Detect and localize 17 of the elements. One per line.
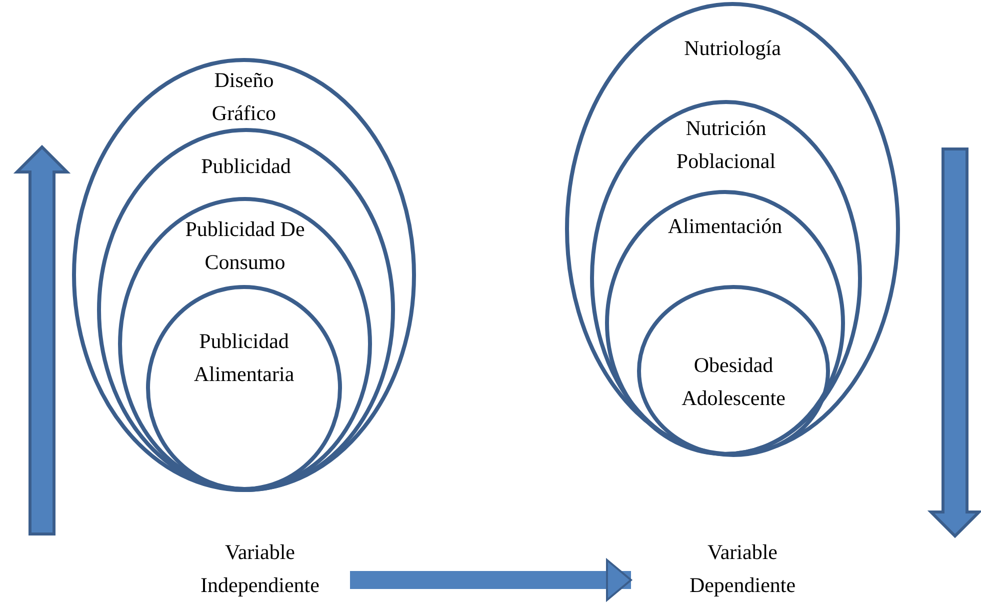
ellipse: [72, 58, 416, 492]
ellipse: [637, 285, 830, 457]
node-label: Nutriología: [683, 35, 782, 62]
arrow: [350, 559, 632, 601]
node-label: Publicidad: [200, 153, 292, 180]
ellipse: [605, 190, 845, 456]
ellipse: [565, 2, 900, 456]
node-label: Nutrición Poblacional: [675, 115, 777, 175]
node-label: Variable Dependiente: [688, 539, 797, 599]
node-label: Publicidad De Consumo: [184, 216, 306, 276]
node-label: Variable Independiente: [200, 539, 320, 599]
node-label: Publicidad Alimentaria: [192, 328, 296, 388]
node-label: Alimentación: [666, 213, 784, 240]
ellipse: [590, 100, 862, 456]
node-label: Obesidad Adolescente: [680, 352, 786, 412]
node-label: Diseño Gráfico: [210, 67, 278, 127]
ellipse: [97, 128, 395, 492]
